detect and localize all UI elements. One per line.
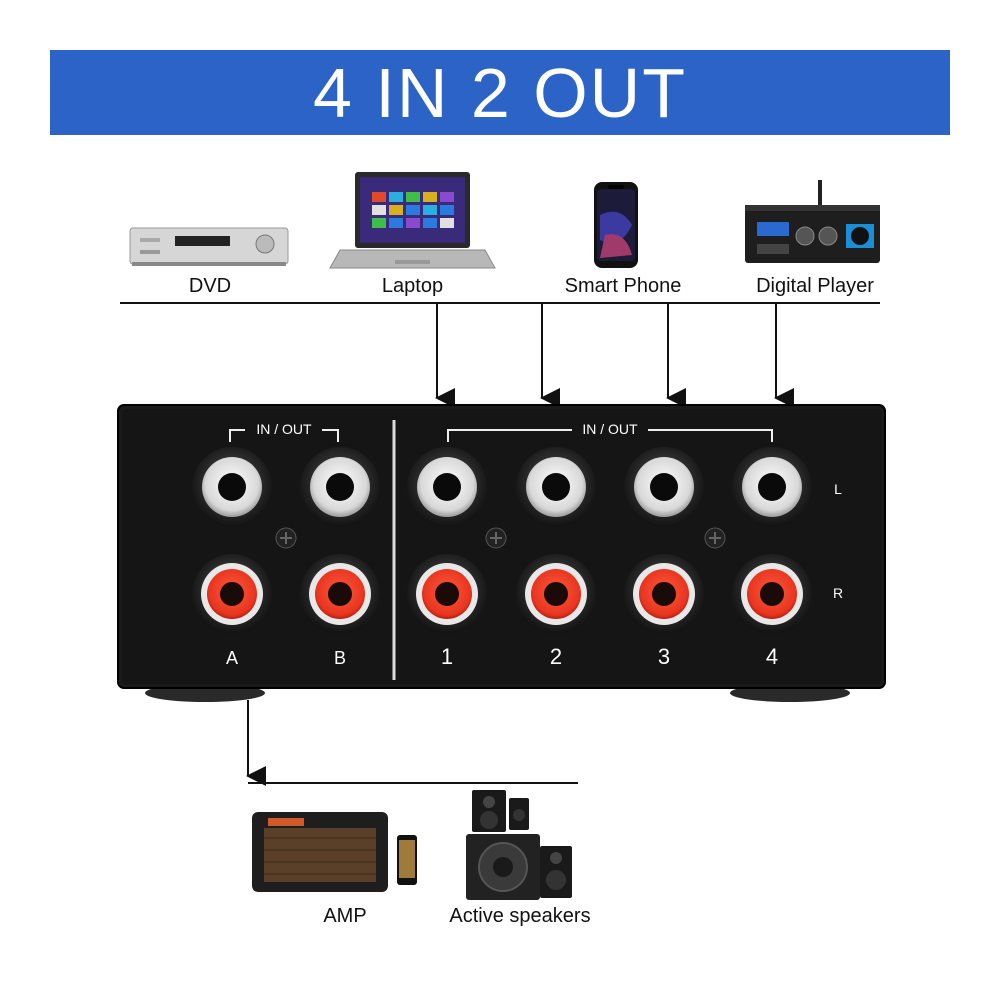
jack-b-left[interactable]: [300, 447, 380, 527]
output-group-label: IN / OUT: [256, 421, 312, 437]
jack-3-right[interactable]: [624, 554, 704, 634]
laptop-icon: [329, 172, 496, 269]
jack-b-right[interactable]: [300, 554, 380, 634]
jack-a-left[interactable]: [192, 447, 272, 527]
port-label-b: B: [334, 648, 346, 668]
port-label-a: A: [226, 648, 238, 668]
smartphone-icon: [594, 182, 638, 268]
jack-a-right[interactable]: [192, 554, 272, 634]
source-label-laptop: Laptop: [381, 275, 444, 297]
port-label-2: 2: [550, 644, 562, 669]
port-label-3: 3: [658, 644, 670, 669]
output-label-active-speakers: Active speakers: [449, 905, 591, 927]
jack-2-right[interactable]: [516, 554, 596, 634]
channel-right-label: R: [833, 585, 843, 601]
jack-4-right[interactable]: [732, 554, 812, 634]
amplifier-icon: [252, 812, 417, 892]
title-text: 4 IN 2 OUT: [313, 53, 687, 132]
source-label-digital-player: Digital Player: [756, 275, 874, 297]
output-label-amp: AMP: [323, 905, 367, 927]
dvd-player-icon: [129, 227, 289, 266]
jack-1-right[interactable]: [407, 554, 487, 634]
title-banner: 4 IN 2 OUT: [50, 50, 950, 135]
channel-left-label: L: [834, 481, 842, 497]
jack-1-left[interactable]: [407, 447, 487, 527]
jack-3-left[interactable]: [624, 447, 704, 527]
port-label-4: 4: [766, 644, 778, 669]
speakers-icon: [466, 790, 572, 900]
source-label-smart-phone: Smart Phone: [564, 275, 682, 297]
switch-panel: IN / OUT IN / OUT L R A B 1 2 3 4: [117, 404, 886, 702]
port-label-1: 1: [441, 644, 453, 669]
source-label-dvd: DVD: [188, 275, 232, 297]
input-group-label: IN / OUT: [582, 421, 638, 437]
digital-player-icon: [745, 180, 880, 263]
jack-2-left[interactable]: [516, 447, 596, 527]
jack-4-left[interactable]: [732, 447, 812, 527]
